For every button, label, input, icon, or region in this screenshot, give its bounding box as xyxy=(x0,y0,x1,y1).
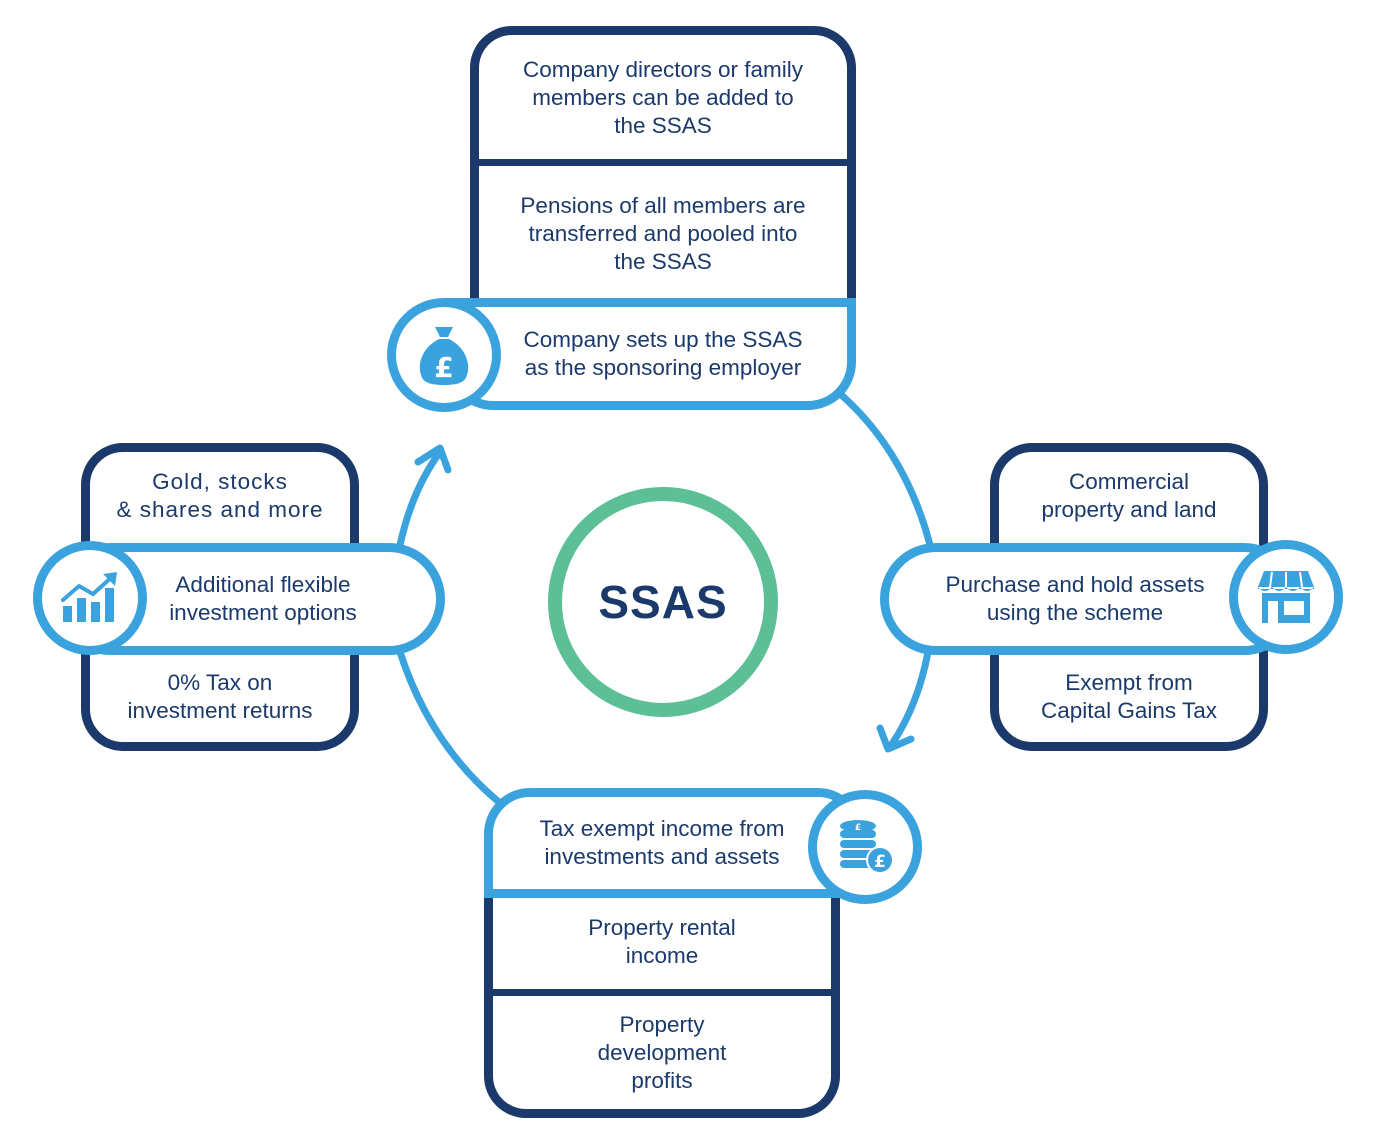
top-icon-circle: £ xyxy=(387,298,501,412)
center-ssas-ring: SSAS xyxy=(548,487,778,717)
right-main-label: Purchase and hold assets using the schem… xyxy=(945,572,1205,625)
arrowhead-up-left xyxy=(414,444,452,474)
bottom-icon-circle: £ £ xyxy=(808,790,922,904)
left-icon-circle xyxy=(33,541,147,655)
arc-left-to-top xyxy=(396,448,444,549)
arc-right-to-bottom xyxy=(888,648,932,748)
top-item-pensions: Pensions of all members are transferred … xyxy=(520,193,806,274)
bottom-item-rental: Property rental income xyxy=(588,915,736,968)
growth-chart-icon xyxy=(61,572,117,622)
top-group-box xyxy=(470,26,856,336)
top-divider xyxy=(470,159,856,166)
bottom-item-development: Property development profits xyxy=(597,1012,727,1093)
bottom-main-label: Tax exempt income from investments and a… xyxy=(539,816,785,869)
top-item-directors: Company directors or family members can … xyxy=(522,56,804,138)
svg-text:£: £ xyxy=(855,823,861,833)
shop-storefront-icon xyxy=(1258,571,1314,623)
coins-pound-icon: £ £ xyxy=(840,820,894,874)
bottom-divider xyxy=(484,989,840,996)
left-bottom-label: 0% Tax on investment returns xyxy=(127,670,313,723)
left-top-label: Gold, stocks & shares and more xyxy=(116,469,324,522)
top-main-pill xyxy=(445,298,856,410)
right-top-label: Commercial property and land xyxy=(1041,469,1217,522)
bottom-group-box xyxy=(484,880,840,1118)
money-bag-pound-icon: £ xyxy=(419,327,469,385)
arc-bottom-to-left xyxy=(396,648,504,807)
svg-text:£: £ xyxy=(874,852,886,872)
right-icon-circle xyxy=(1229,540,1343,654)
arrowhead-down-right xyxy=(876,724,915,753)
top-main-label: Company sets up the SSAS as the sponsori… xyxy=(523,327,803,380)
arc-top-to-right xyxy=(834,388,934,549)
right-bottom-label: Exempt from Capital Gains Tax xyxy=(1041,670,1217,723)
left-main-label: Additional flexible investment options xyxy=(169,572,357,625)
center-ssas-label: SSAS xyxy=(598,576,728,628)
svg-text:£: £ xyxy=(434,351,453,384)
